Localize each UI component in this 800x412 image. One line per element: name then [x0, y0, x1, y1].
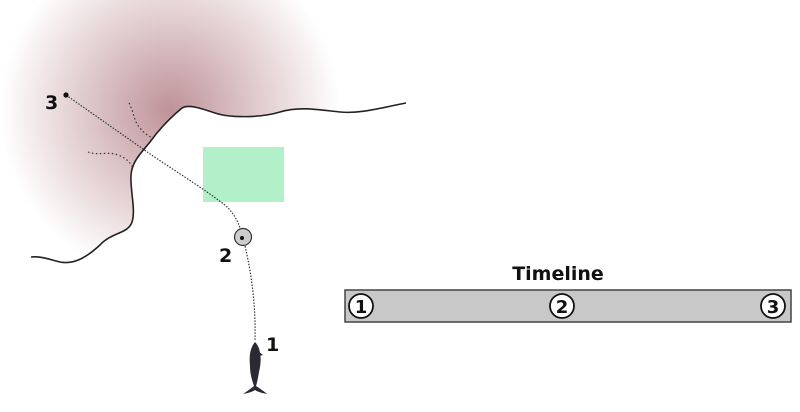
coastline: [30, 102, 407, 264]
point-3-marker: [63, 92, 69, 98]
point-label-3: 3: [45, 92, 58, 114]
stream-1: [128, 102, 154, 139]
stream-2: [87, 151, 134, 169]
timeline-marker-1[interactable]: 1: [348, 293, 374, 319]
timeline-marker-2[interactable]: 2: [549, 293, 575, 319]
svg-text:3: 3: [767, 297, 780, 318]
green-zone: [203, 147, 284, 202]
svg-text:2: 2: [556, 297, 569, 318]
point-label-2: 2: [219, 245, 232, 267]
travel-path: [65, 94, 256, 341]
svg-text:1: 1: [355, 297, 368, 318]
fish-icon: [243, 342, 267, 394]
point-2-dot: [240, 236, 244, 240]
timeline-marker-3[interactable]: 3: [760, 293, 786, 319]
point-label-1: 1: [266, 334, 279, 356]
timeline-title: Timeline: [512, 263, 604, 285]
